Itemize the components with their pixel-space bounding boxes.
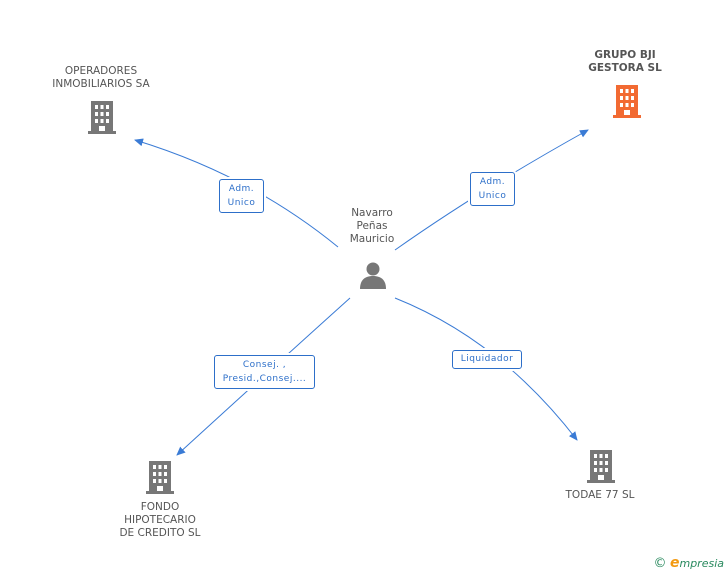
- node-label-todae[interactable]: TODAE 77 SL: [550, 489, 650, 502]
- relation-label-todae[interactable]: Liquidador: [452, 350, 522, 369]
- center-name-line: Navarro: [351, 207, 393, 219]
- relation-label-grupo[interactable]: Adm. Unico: [470, 172, 515, 206]
- relation-label-operadores[interactable]: Adm. Unico: [219, 179, 264, 213]
- building-icon[interactable]: [86, 99, 118, 135]
- node-label-line: HIPOTECARIO: [124, 514, 196, 526]
- building-icon[interactable]: [144, 459, 176, 495]
- node-label-grupo[interactable]: GRUPO BJI GESTORA SL: [575, 49, 675, 75]
- node-label-line: FONDO: [140, 501, 180, 513]
- relation-label-line: Consej. ,: [242, 360, 287, 370]
- node-label-fondo[interactable]: FONDO HIPOTECARIO DE CREDITO SL: [105, 501, 215, 540]
- node-label-operadores[interactable]: OPERADORES INMOBILIARIOS SA: [40, 65, 162, 91]
- node-label-line: INMOBILIARIOS SA: [52, 78, 150, 90]
- relation-label-line: Adm.: [479, 177, 506, 187]
- relation-label-line: Liquidador: [460, 354, 514, 364]
- center-name-line: Peñas: [356, 220, 388, 232]
- brand-logo-rest: mpresia: [679, 557, 724, 570]
- brand-logo-initial: e: [669, 555, 680, 571]
- copyright-icon: ©: [653, 556, 667, 571]
- building-icon[interactable]: [585, 448, 617, 484]
- edge-todae: [394, 297, 578, 441]
- node-label-line: OPERADORES: [64, 65, 138, 77]
- center-name-line: Mauricio: [349, 233, 395, 245]
- brand-footer: © empresia: [653, 555, 724, 571]
- relation-label-line: Presid.,Consej....: [222, 374, 307, 384]
- building-icon[interactable]: [611, 83, 643, 119]
- node-label-line: GESTORA SL: [588, 62, 662, 74]
- relation-label-fondo[interactable]: Consej. , Presid.,Consej....: [214, 355, 315, 389]
- relation-label-line: Adm.: [228, 184, 255, 194]
- relation-label-line: Unico: [227, 198, 256, 208]
- node-label-line: DE CREDITO SL: [119, 527, 201, 539]
- center-name[interactable]: Navarro Peñas Mauricio: [330, 207, 414, 246]
- node-label-line: GRUPO BJI: [594, 49, 656, 61]
- relation-label-line: Unico: [478, 191, 507, 201]
- person-icon[interactable]: [358, 260, 388, 290]
- node-label-line: TODAE 77 SL: [565, 489, 635, 501]
